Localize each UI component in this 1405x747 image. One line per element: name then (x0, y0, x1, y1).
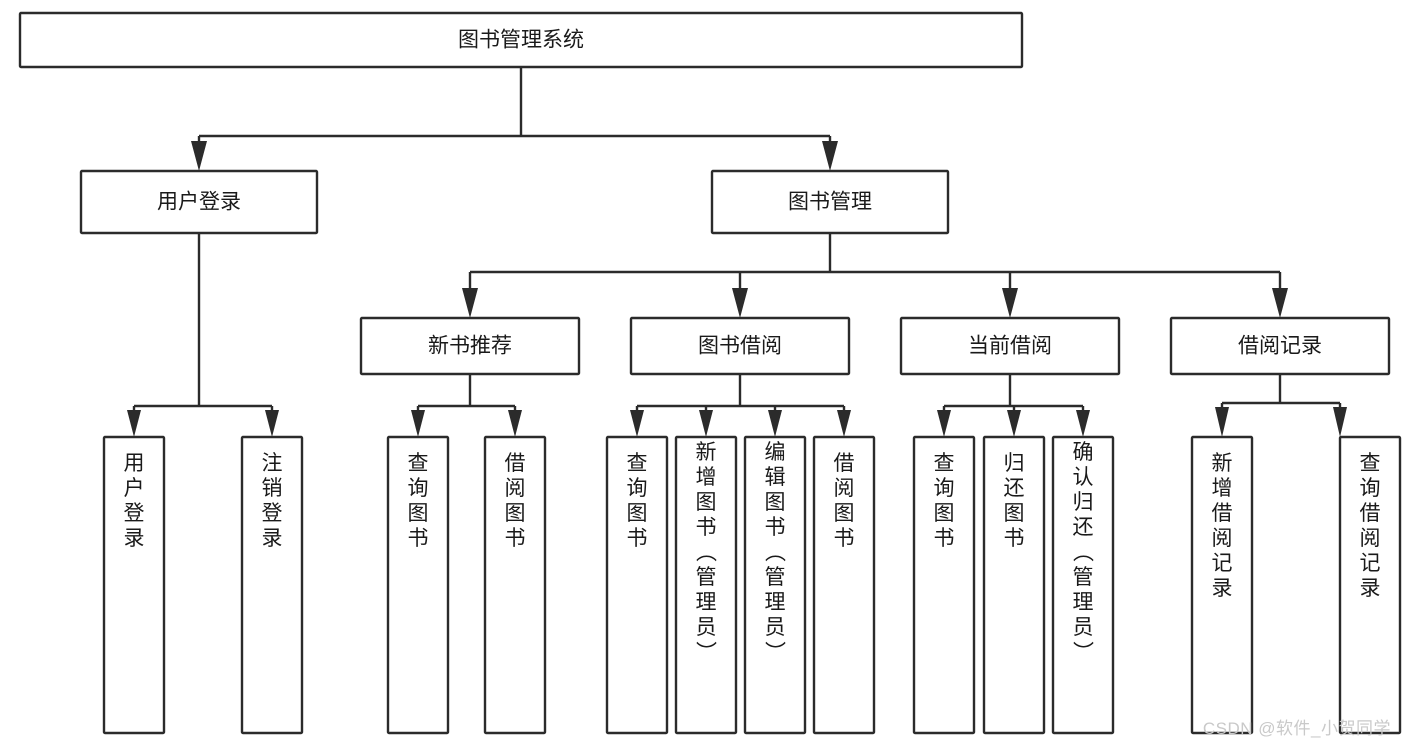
node-book-management[interactable]: 图书管理 (710, 169, 950, 235)
node-current-confirm-return[interactable]: 确认归还（管理员） (1051, 435, 1115, 735)
node-borrow-record[interactable]: 借阅记录 (1169, 316, 1391, 376)
arrowhead-borrow-borrow-book (837, 410, 851, 437)
connector-layer (127, 67, 1347, 437)
node-borrow-borrow-book[interactable]: 借阅图书 (812, 435, 876, 735)
node-current-query-book-label: 查询图书 (934, 452, 955, 550)
node-root-label: 图书管理系统 (458, 29, 584, 52)
arrowhead-current-return-book (1007, 410, 1021, 437)
node-record-query[interactable]: 查询借阅记录 (1338, 435, 1402, 735)
arrowhead-book-borrow (732, 288, 748, 318)
node-record-add-label: 新增借阅记录 (1212, 452, 1233, 600)
arrowhead-current-query-book (937, 410, 951, 437)
arrowhead-borrow-query-book (630, 410, 644, 437)
node-recommend-borrow-book[interactable]: 借阅图书 (483, 435, 547, 735)
node-root[interactable]: 图书管理系统 (18, 11, 1024, 69)
node-current-return-book-label: 归还图书 (1004, 452, 1025, 550)
node-borrow-add-book-label: 新增图书（管理员） (696, 441, 718, 664)
arrowhead-book-management (822, 141, 838, 171)
node-recommend-query-book-label: 查询图书 (408, 452, 429, 550)
node-record-add[interactable]: 新增借阅记录 (1190, 435, 1254, 735)
csdn-watermark: CSDN @软件_小贺同学 (1202, 719, 1391, 738)
arrowhead-recommend-query-book (411, 410, 425, 437)
node-new-book-recommend-label: 新书推荐 (428, 335, 512, 358)
arrowhead-record-query (1333, 407, 1347, 437)
node-borrow-borrow-book-label: 借阅图书 (834, 452, 855, 550)
node-user-login-leaf[interactable]: 用户登录 (102, 435, 166, 735)
node-new-book-recommend[interactable]: 新书推荐 (359, 316, 581, 376)
node-recommend-borrow-book-label: 借阅图书 (505, 452, 526, 550)
node-current-borrow[interactable]: 当前借阅 (899, 316, 1121, 376)
node-user-logout-leaf[interactable]: 注销登录 (240, 435, 304, 735)
arrowhead-current-confirm-return (1076, 410, 1090, 437)
arrowhead-new-book-recommend (462, 288, 478, 318)
node-borrow-edit-book[interactable]: 编辑图书（管理员） (743, 435, 807, 735)
arrowhead-user-logout-leaf (265, 410, 279, 437)
node-current-query-book[interactable]: 查询图书 (912, 435, 976, 735)
arrowhead-borrow-edit-book (768, 410, 782, 437)
node-borrow-edit-book-label: 编辑图书（管理员） (765, 441, 787, 664)
node-book-borrow[interactable]: 图书借阅 (629, 316, 851, 376)
arrowhead-borrow-add-book (699, 410, 713, 437)
arrowhead-borrow-record (1272, 288, 1288, 318)
node-record-query-label: 查询借阅记录 (1360, 452, 1381, 600)
node-user-logout-leaf-label: 注销登录 (262, 452, 283, 550)
arrowhead-recommend-borrow-book (508, 410, 522, 437)
arrowhead-record-add (1215, 407, 1229, 437)
node-borrow-record-label: 借阅记录 (1238, 335, 1322, 358)
node-user-login-leaf-label: 用户登录 (124, 452, 145, 550)
node-borrow-query-book-label: 查询图书 (627, 452, 648, 550)
arrowhead-user-login (191, 141, 207, 171)
arrowhead-user-login-leaf (127, 410, 141, 437)
node-current-borrow-label: 当前借阅 (968, 335, 1052, 358)
node-book-borrow-label: 图书借阅 (698, 335, 782, 358)
node-book-management-label: 图书管理 (788, 191, 872, 214)
node-borrow-query-book[interactable]: 查询图书 (605, 435, 669, 735)
node-current-confirm-return-label: 确认归还（管理员） (1073, 441, 1095, 664)
node-current-return-book[interactable]: 归还图书 (982, 435, 1046, 735)
arrowhead-current-borrow (1002, 288, 1018, 318)
node-borrow-add-book[interactable]: 新增图书（管理员） (674, 435, 738, 735)
node-recommend-query-book[interactable]: 查询图书 (386, 435, 450, 735)
node-user-login[interactable]: 用户登录 (79, 169, 319, 235)
node-user-login-label: 用户登录 (157, 191, 241, 214)
